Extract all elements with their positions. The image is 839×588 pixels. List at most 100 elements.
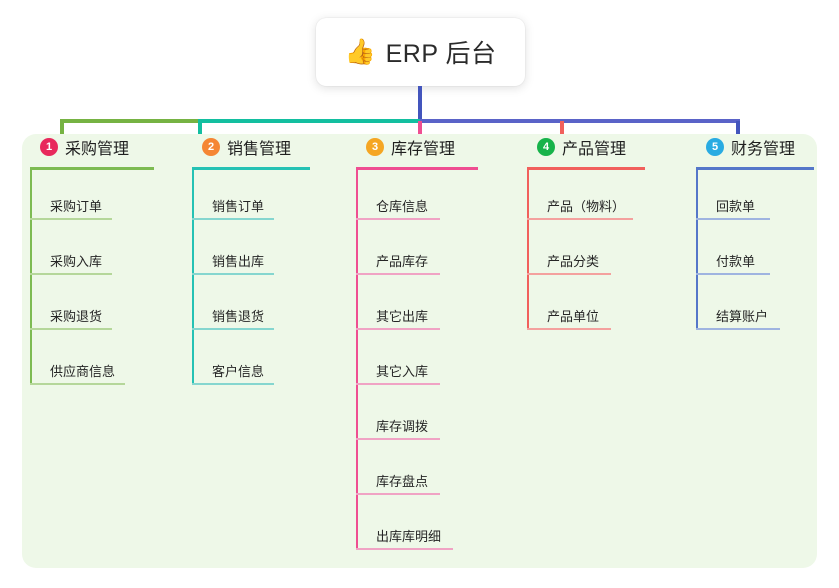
leaf-node-label: 库存盘点 (376, 474, 429, 489)
root-stem-connector (418, 86, 422, 121)
leaf-node-label: 客户信息 (212, 364, 265, 379)
leaf-node-label: 供应商信息 (50, 364, 116, 379)
leaf-node-underline (356, 383, 440, 385)
branch-title: 采购管理 (65, 141, 130, 158)
branch-column-finance-management: 5 财务管理回款单付款单结算账户 (690, 134, 814, 335)
leaf-node-underline (356, 328, 440, 330)
leaf-node-label: 结算账户 (716, 309, 769, 324)
leaf-node-underline (30, 273, 112, 275)
leaf-node[interactable]: 销售出库 (186, 225, 310, 280)
rail-indigo (420, 119, 740, 123)
branch-trunk-line (356, 170, 358, 550)
leaf-node[interactable]: 采购订单 (24, 170, 154, 225)
branch-title: 财务管理 (731, 141, 796, 158)
leaf-node-underline (192, 218, 274, 220)
leaf-node-label: 库存调拨 (376, 419, 429, 434)
branch-items: 采购订单采购入库采购退货供应商信息 (24, 170, 154, 390)
leaf-node-label: 产品单位 (547, 309, 600, 324)
branch-index-badge: 3 (366, 138, 384, 156)
leaf-node[interactable]: 结算账户 (690, 280, 814, 335)
branch-column-product-management: 4 产品管理产品（物料） 产品分类产品单位 (521, 134, 645, 335)
leaf-node-underline (30, 383, 125, 385)
leaf-node-label: 采购入库 (50, 254, 103, 269)
leaf-node[interactable]: 产品（物料） (521, 170, 645, 225)
leaf-node-underline (356, 218, 440, 220)
leaf-node-underline (30, 218, 112, 220)
branch-items: 销售订单销售出库销售退货客户信息 (186, 170, 310, 390)
leaf-node-label: 仓库信息 (376, 199, 429, 214)
leaf-node-underline (356, 548, 453, 550)
leaf-node[interactable]: 产品库存 (350, 225, 478, 280)
leaf-node-underline (696, 328, 780, 330)
leaf-node[interactable]: 其它入库 (350, 335, 478, 390)
branch-title: 库存管理 (391, 141, 456, 158)
branch-trunk-line (192, 170, 194, 385)
rail-green (60, 119, 198, 123)
branch-header-product-management[interactable]: 4 产品管理 (521, 134, 645, 160)
branch-index-badge: 1 (40, 138, 58, 156)
branch-header-sales-management[interactable]: 2 销售管理 (186, 134, 310, 160)
leaf-node-label: 采购退货 (50, 309, 103, 324)
branch-index-badge: 4 (537, 138, 555, 156)
leaf-node[interactable]: 采购退货 (24, 280, 154, 335)
leaf-node-label: 其它入库 (376, 364, 429, 379)
leaf-node[interactable]: 库存盘点 (350, 445, 478, 500)
branch-header-finance-management[interactable]: 5 财务管理 (690, 134, 814, 160)
branch-items: 回款单付款单结算账户 (690, 170, 814, 335)
leaf-node[interactable]: 其它出库 (350, 280, 478, 335)
branch-underline (527, 167, 645, 170)
branch-trunk-line (696, 170, 698, 330)
leaf-node-underline (696, 273, 770, 275)
leaf-node-underline (30, 328, 112, 330)
leaf-node[interactable]: 产品单位 (521, 280, 645, 335)
thumbs-up-icon: 👍 (344, 37, 376, 66)
leaf-node-label: 回款单 (716, 199, 756, 214)
branch-items: 仓库信息产品库存其它出库其它入库库存调拨库存盘点出库库明细 (350, 170, 478, 555)
leaf-node[interactable]: 销售退货 (186, 280, 310, 335)
branches-panel: 1 采购管理采购订单采购入库采购退货供应商信息 2 销售管理销售订单销售出库销售退货客… (22, 134, 817, 568)
leaf-node-underline (192, 273, 274, 275)
branch-column-inventory-management: 3 库存管理仓库信息产品库存其它出库其它入库库存调拨库存盘点出库库明细 (350, 134, 478, 555)
branch-header-purchase-management[interactable]: 1 采购管理 (24, 134, 154, 160)
branch-title: 销售管理 (227, 141, 292, 158)
leaf-node-underline (527, 218, 633, 220)
branch-underline (30, 167, 154, 170)
leaf-node[interactable]: 采购入库 (24, 225, 154, 280)
leaf-node[interactable]: 库存调拨 (350, 390, 478, 445)
branch-header-inventory-management[interactable]: 3 库存管理 (350, 134, 478, 160)
leaf-node[interactable]: 仓库信息 (350, 170, 478, 225)
leaf-node-underline (356, 493, 440, 495)
leaf-node-label: 其它出库 (376, 309, 429, 324)
leaf-node-underline (192, 383, 274, 385)
branch-underline (696, 167, 814, 170)
root-node-card[interactable]: 👍 ERP 后台 (316, 18, 525, 86)
branch-underline (192, 167, 310, 170)
leaf-node[interactable]: 产品分类 (521, 225, 645, 280)
leaf-node[interactable]: 出库库明细 (350, 500, 478, 555)
leaf-node-label: 出库库明细 (376, 529, 442, 544)
branch-index-badge: 2 (202, 138, 220, 156)
branch-index-badge: 5 (706, 138, 724, 156)
leaf-node[interactable]: 供应商信息 (24, 335, 154, 390)
leaf-node-label: 产品库存 (376, 254, 429, 269)
leaf-node[interactable]: 客户信息 (186, 335, 310, 390)
leaf-node-label: 销售退货 (212, 309, 265, 324)
root-node-title: ERP 后台 (385, 40, 497, 68)
leaf-node-label: 产品（物料） (547, 199, 626, 214)
branch-column-purchase-management: 1 采购管理采购订单采购入库采购退货供应商信息 (24, 134, 154, 390)
leaf-node-underline (192, 328, 274, 330)
leaf-node-underline (356, 438, 440, 440)
leaf-node-underline (356, 273, 440, 275)
leaf-node[interactable]: 付款单 (690, 225, 814, 280)
leaf-node-label: 销售订单 (212, 199, 265, 214)
branch-trunk-line (527, 170, 529, 330)
leaf-node[interactable]: 回款单 (690, 170, 814, 225)
leaf-node-label: 付款单 (716, 254, 756, 269)
leaf-node-underline (527, 328, 611, 330)
branch-underline (356, 167, 478, 170)
leaf-node-label: 销售出库 (212, 254, 265, 269)
branch-title: 产品管理 (562, 141, 627, 158)
leaf-node-underline (696, 218, 770, 220)
leaf-node[interactable]: 销售订单 (186, 170, 310, 225)
